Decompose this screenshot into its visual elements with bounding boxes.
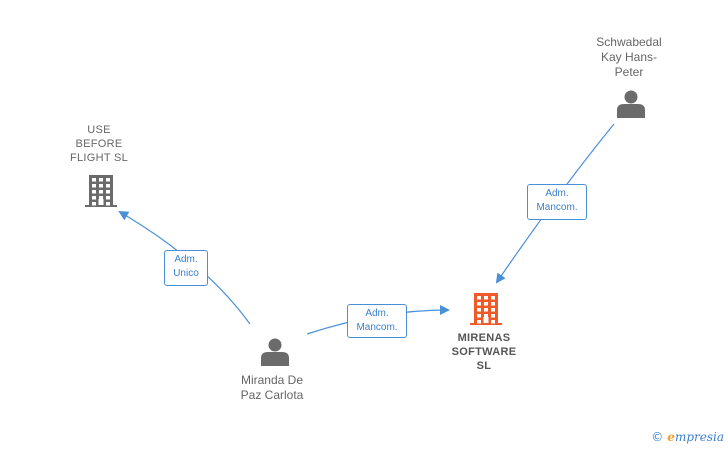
node-label-line: Miranda De xyxy=(240,373,304,387)
node-label-line: MIRENAS xyxy=(457,332,511,344)
edge-label-line: Adm. xyxy=(365,308,389,319)
node-label-line: SOFTWARE xyxy=(451,346,517,358)
edge-label-line: Mancom. xyxy=(356,322,398,333)
edge-label-miranda-to-use-before-flight[interactable]: Adm. Unico xyxy=(164,250,208,286)
brand-logo-initial: e xyxy=(667,430,675,444)
edge-label-line: Unico xyxy=(173,268,199,279)
edge-label-line: Mancom. xyxy=(536,202,578,213)
node-label-mirenas[interactable]: MIRENAS SOFTWARE SL xyxy=(452,331,517,373)
node-label-line: USE xyxy=(87,124,111,136)
brand-watermark: ©empresia xyxy=(651,430,724,444)
edge-label-line: Adm. xyxy=(545,188,569,199)
node-label-line: FLIGHT SL xyxy=(69,152,129,164)
edges-layer xyxy=(118,123,615,335)
icons-layer xyxy=(85,90,645,367)
node-label-line: Kay Hans- xyxy=(600,50,658,64)
edge-label-line: Adm. xyxy=(174,254,198,265)
copyright-symbol: © xyxy=(651,430,664,444)
building-icon[interactable] xyxy=(85,175,117,207)
node-label-line: Schwabedal xyxy=(596,35,662,49)
person-icon[interactable] xyxy=(617,90,645,119)
person-icon[interactable] xyxy=(261,338,289,367)
brand-name: mpresia xyxy=(674,430,724,444)
node-label-line: SL xyxy=(476,360,492,372)
node-label-line: BEFORE xyxy=(75,138,123,150)
building-icon[interactable] xyxy=(470,293,502,325)
node-label-use-before-flight[interactable]: USE BEFORE FLIGHT SL xyxy=(70,123,128,165)
edge-label-miranda-to-mirenas[interactable]: Adm. Mancom. xyxy=(347,304,407,338)
node-label-line: Paz Carlota xyxy=(240,388,304,402)
edge-label-schwabedal-to-mirenas[interactable]: Adm. Mancom. xyxy=(527,184,587,220)
node-label-line: Peter xyxy=(614,65,644,79)
